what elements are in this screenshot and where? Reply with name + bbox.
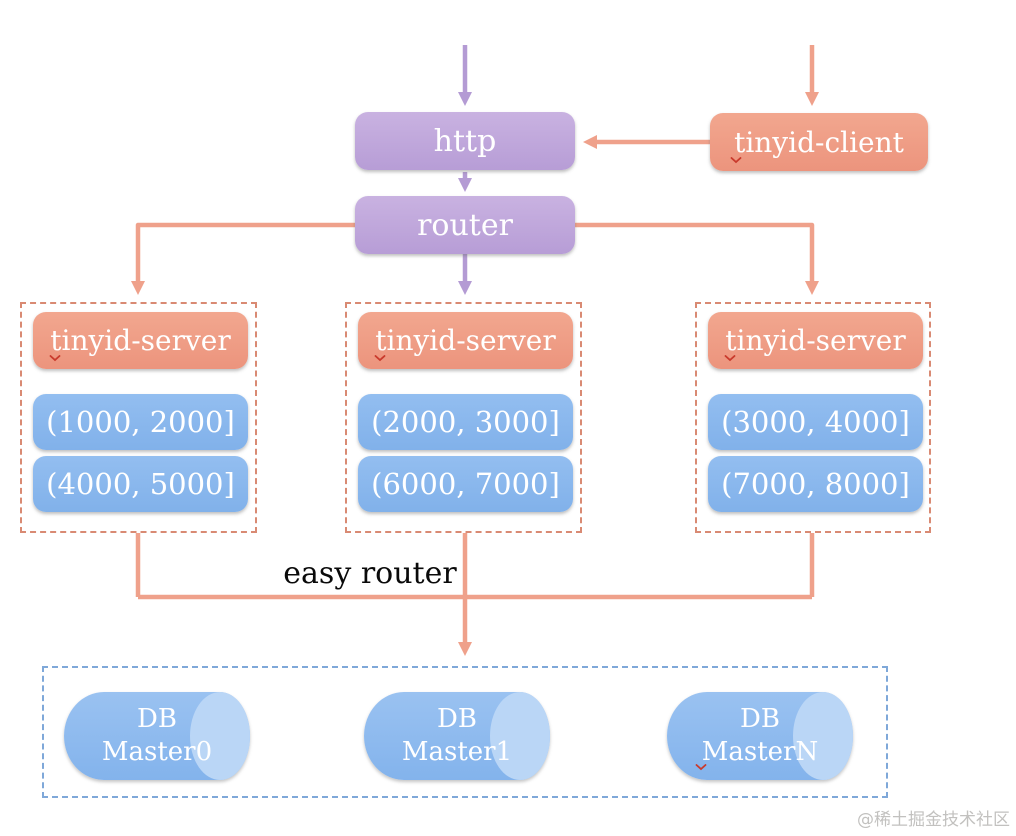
watermark: @稀土掘金技术社区 — [857, 810, 1010, 830]
spellcheck-squiggle-icon — [49, 355, 61, 362]
id-range-box: (7000, 8000] — [708, 456, 923, 512]
server-group-2: tinyid-server (2000, 3000] (6000, 7000] — [345, 302, 582, 533]
arrow-router-to-server1 — [131, 222, 355, 295]
node-tinyid-server-1: tinyid-server — [33, 312, 248, 369]
easy-router-label: easy router — [283, 556, 457, 591]
id-range-label: (6000, 7000] — [371, 467, 560, 501]
db-master0-cylinder: DB Master0 — [64, 692, 250, 780]
db-master1-cylinder: DB Master1 — [364, 692, 550, 780]
id-range-label: (4000, 5000] — [46, 467, 235, 501]
db-zone: DB Master0 DB Master1 DB MasterN — [42, 666, 888, 798]
server-group-3: tinyid-server (3000, 4000] (7000, 8000] — [695, 302, 931, 533]
spellcheck-squiggle-icon — [730, 157, 742, 164]
id-range-label: (7000, 8000] — [721, 467, 910, 501]
node-tinyid-server-2-label: tinyid-server — [375, 324, 556, 357]
id-range-box: (3000, 4000] — [708, 394, 923, 450]
id-range-label: (1000, 2000] — [46, 405, 235, 439]
node-router: router — [355, 196, 575, 254]
server-group-1: tinyid-server (1000, 2000] (4000, 5000] — [20, 302, 257, 533]
id-range-label: (2000, 3000] — [371, 405, 560, 439]
node-tinyid-client-label: tinyid-client — [734, 125, 904, 159]
spellcheck-squiggle-icon — [724, 355, 736, 362]
cylinder-cap — [793, 692, 853, 780]
db-masterN-cylinder: DB MasterN — [667, 692, 853, 780]
db-name-line1: DB — [740, 704, 780, 734]
spellcheck-squiggle-icon — [695, 764, 707, 771]
node-tinyid-client: tinyid-client — [710, 113, 928, 171]
cylinder-cap — [490, 692, 550, 780]
id-range-box: (2000, 3000] — [358, 394, 573, 450]
id-range-box: (1000, 2000] — [33, 394, 248, 450]
cylinder-cap — [190, 692, 250, 780]
node-tinyid-server-3-label: tinyid-server — [725, 324, 906, 357]
db-name-line1: DB — [137, 704, 177, 734]
node-http: http — [355, 112, 575, 170]
node-tinyid-server-3: tinyid-server — [708, 312, 923, 369]
db-name-line2: MasterN — [701, 737, 819, 767]
arrow-router-to-server3 — [575, 222, 819, 295]
node-router-label: router — [417, 207, 513, 243]
id-range-box: (4000, 5000] — [33, 456, 248, 512]
id-range-label: (3000, 4000] — [721, 405, 910, 439]
node-http-label: http — [433, 123, 497, 159]
db-name-line2: Master0 — [101, 737, 213, 767]
node-tinyid-server-2: tinyid-server — [358, 312, 573, 369]
id-range-box: (6000, 7000] — [358, 456, 573, 512]
spellcheck-squiggle-icon — [374, 355, 386, 362]
db-name-line2: Master1 — [401, 737, 513, 767]
db-name-line1: DB — [437, 704, 477, 734]
node-tinyid-server-1-label: tinyid-server — [50, 324, 231, 357]
